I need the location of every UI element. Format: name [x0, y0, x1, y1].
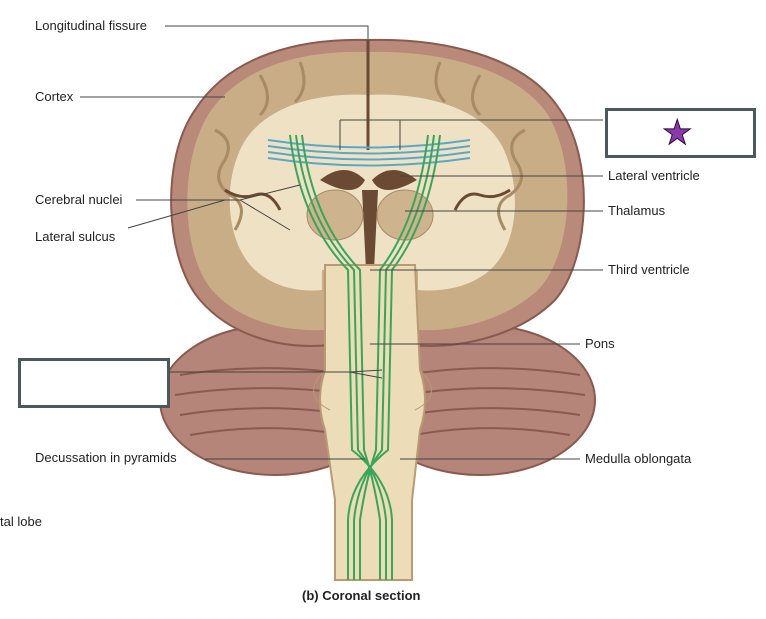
label-medulla-oblongata: Medulla oblongata: [585, 451, 692, 466]
thalamus: [306, 189, 434, 241]
label-decussation-in-pyramids: Decussation in pyramids: [35, 450, 177, 465]
label-lateral-sulcus: Lateral sulcus: [35, 229, 116, 244]
label-longitudinal-fissure: Longitudinal fissure: [35, 18, 148, 33]
label-cortex: Cortex: [35, 89, 74, 104]
leader-lines: [80, 25, 603, 460]
label-thalamus: Thalamus: [608, 203, 666, 218]
brainstem: [313, 264, 432, 581]
star-icon: ★: [661, 113, 693, 153]
answer-box-left[interactable]: [18, 358, 170, 408]
label-cerebral-nuclei: Cerebral nuclei: [35, 192, 123, 207]
label-pons: Pons: [585, 336, 615, 351]
ventricles: [320, 170, 417, 270]
label-lateral-ventricle: Lateral ventricle: [608, 168, 700, 183]
figure-caption: (b) Coronal section: [302, 588, 421, 603]
label-third-ventricle: Third ventricle: [608, 262, 690, 277]
label-cut-off-lobe: tal lobe: [0, 514, 42, 529]
answer-box-top-right[interactable]: [605, 108, 756, 158]
